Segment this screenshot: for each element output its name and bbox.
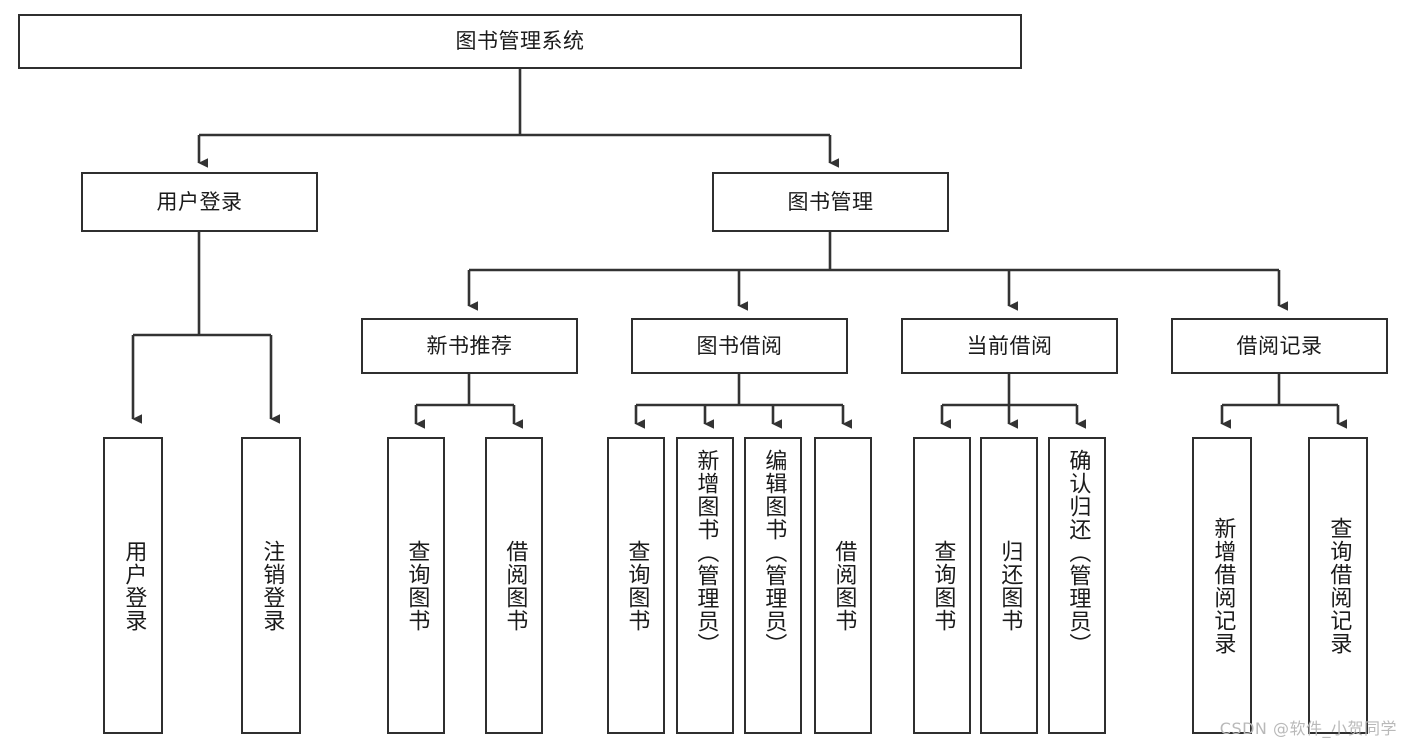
leaf-query-book-3-label: 查询图书 [930, 539, 956, 632]
leaf-query-book-2-label: 查询图书 [624, 539, 650, 632]
leaf-query-book-3[interactable]: 查询图书 [913, 437, 971, 734]
node-user-login-label: 用户登录 [156, 189, 243, 214]
leaf-borrow-book-1-label: 借阅图书 [502, 539, 528, 632]
leaf-add-record-label: 新增借阅记录 [1210, 516, 1236, 655]
leaf-query-book-2[interactable]: 查询图书 [607, 437, 665, 734]
leaf-edit-book-label: 编辑图书（管理员） [761, 449, 787, 656]
node-book-borrow[interactable]: 图书借阅 [631, 318, 848, 374]
node-book-manage-label: 图书管理 [787, 189, 874, 214]
leaf-borrow-book-2[interactable]: 借阅图书 [814, 437, 872, 734]
node-new-book-recommend-label: 新书推荐 [426, 333, 513, 358]
leaf-user-login[interactable]: 用户登录 [103, 437, 163, 734]
leaf-add-record[interactable]: 新增借阅记录 [1192, 437, 1252, 734]
leaf-user-logout[interactable]: 注销登录 [241, 437, 301, 734]
leaf-query-record[interactable]: 查询借阅记录 [1308, 437, 1368, 734]
leaf-return-book-label: 归还图书 [997, 539, 1023, 632]
node-root-label: 图书管理系统 [455, 29, 585, 54]
node-borrow-record[interactable]: 借阅记录 [1171, 318, 1388, 374]
node-current-borrow-label: 当前借阅 [966, 333, 1053, 358]
node-new-book-recommend[interactable]: 新书推荐 [361, 318, 578, 374]
node-root[interactable]: 图书管理系统 [18, 14, 1022, 69]
leaf-query-record-label: 查询借阅记录 [1326, 516, 1352, 655]
leaf-add-book[interactable]: 新增图书（管理员） [676, 437, 734, 734]
leaf-borrow-book-1[interactable]: 借阅图书 [485, 437, 543, 734]
leaf-edit-book[interactable]: 编辑图书（管理员） [744, 437, 802, 734]
leaf-user-login-label: 用户登录 [121, 539, 147, 632]
node-current-borrow[interactable]: 当前借阅 [901, 318, 1118, 374]
leaf-add-book-label: 新增图书（管理员） [693, 449, 719, 656]
leaf-confirm-return-label: 确认归还（管理员） [1065, 449, 1091, 656]
node-borrow-record-label: 借阅记录 [1236, 333, 1323, 358]
csdn-watermark: CSDN @软件_小贺同学 [1219, 719, 1397, 738]
node-book-borrow-label: 图书借阅 [696, 333, 783, 358]
leaf-user-logout-label: 注销登录 [259, 539, 285, 632]
leaf-confirm-return[interactable]: 确认归还（管理员） [1048, 437, 1106, 734]
node-book-manage[interactable]: 图书管理 [712, 172, 949, 232]
leaf-borrow-book-2-label: 借阅图书 [831, 539, 857, 632]
node-user-login[interactable]: 用户登录 [81, 172, 318, 232]
leaf-query-book-1[interactable]: 查询图书 [387, 437, 445, 734]
leaf-query-book-1-label: 查询图书 [404, 539, 430, 632]
leaf-return-book[interactable]: 归还图书 [980, 437, 1038, 734]
